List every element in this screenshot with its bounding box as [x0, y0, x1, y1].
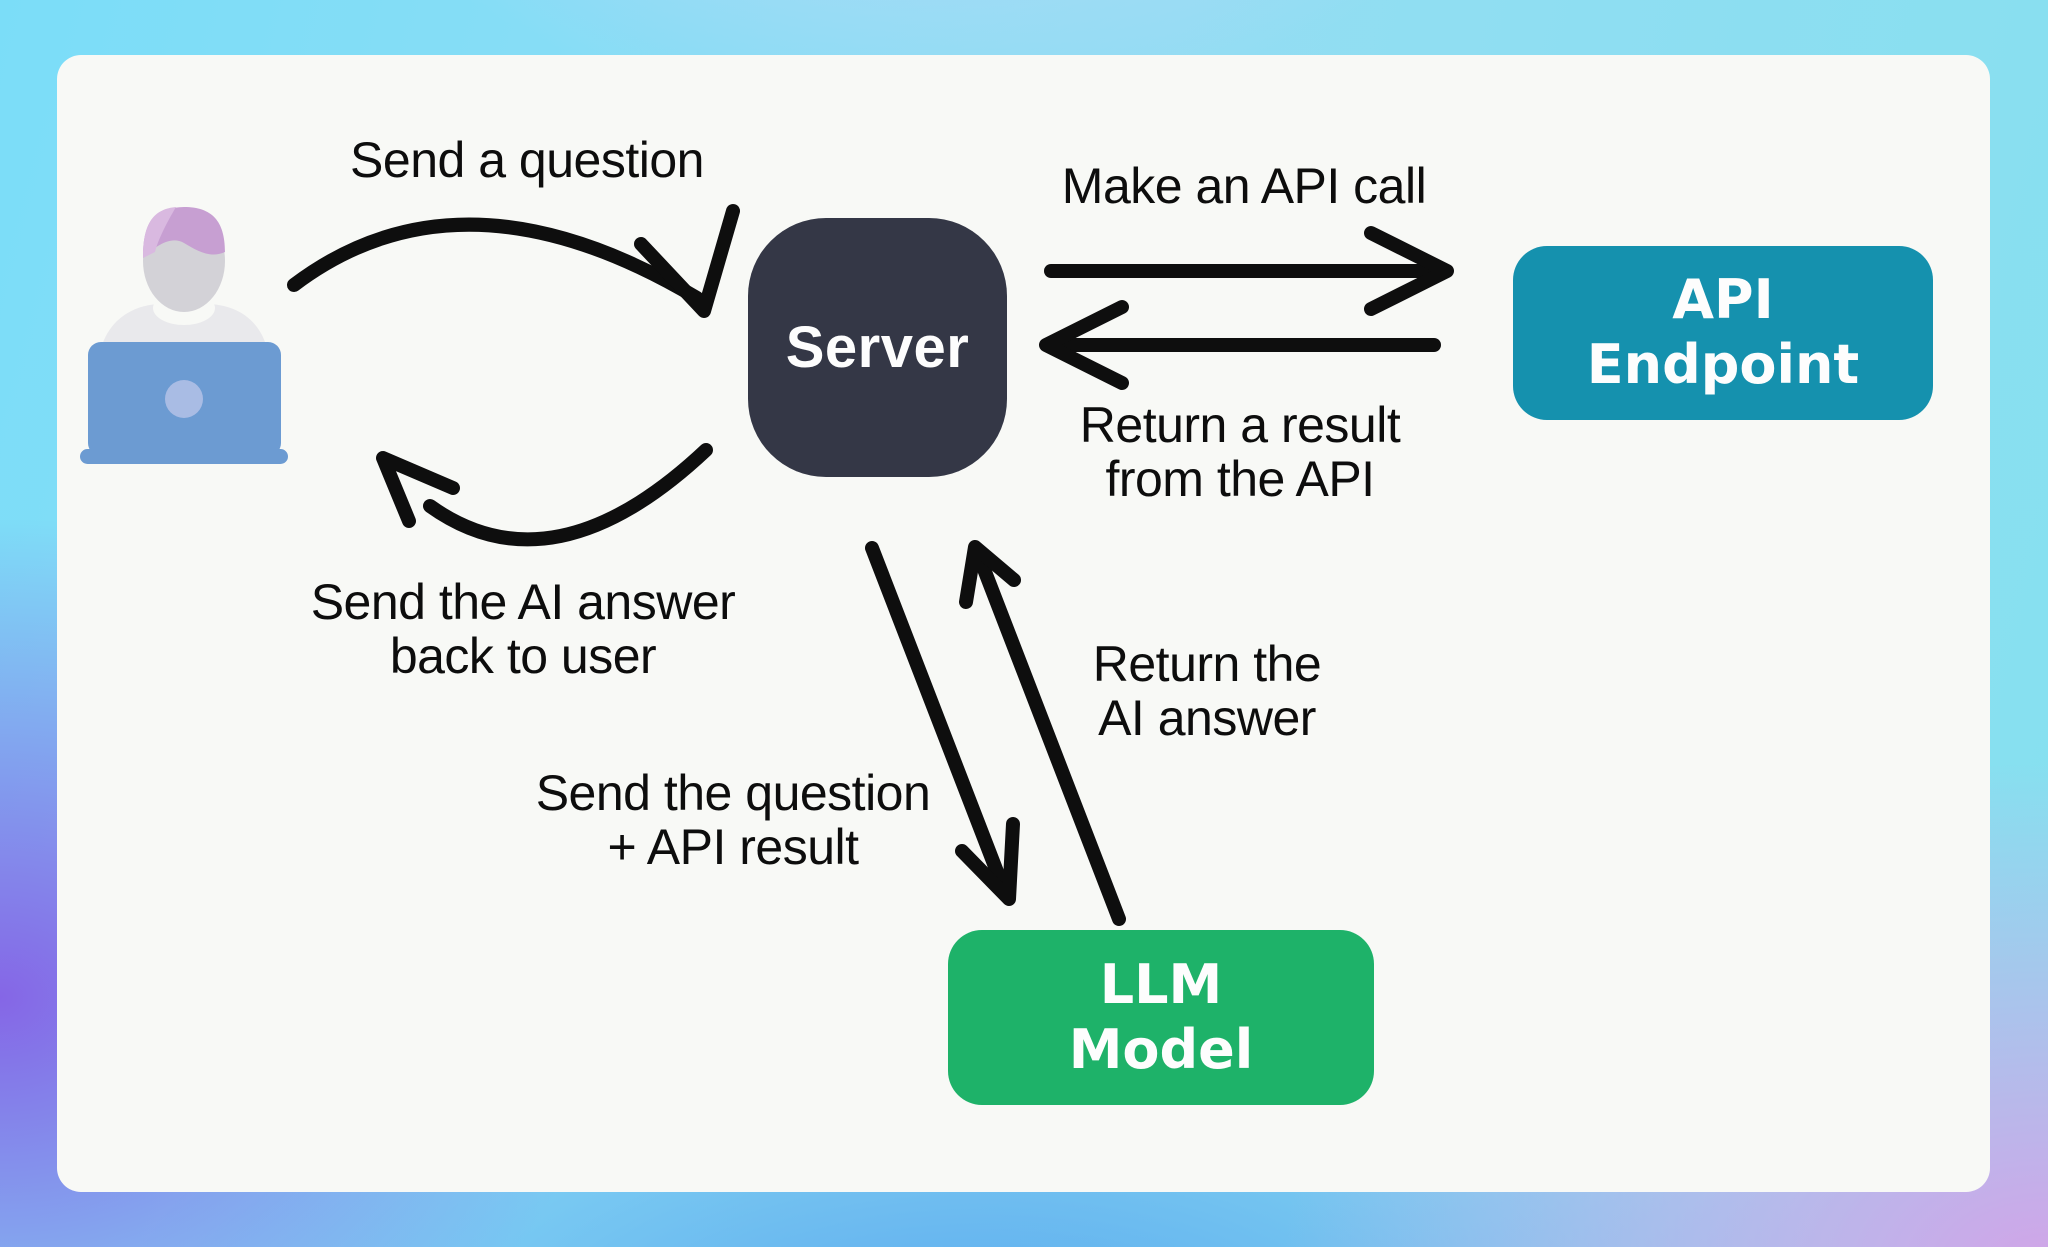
- laptop-base-shape: [80, 449, 288, 464]
- user-at-laptop-icon: [80, 207, 288, 464]
- arrow-server-to-llm: [865, 541, 1020, 906]
- llm-model-label-line2: Model: [1068, 1017, 1254, 1081]
- label-return-a-result-from-the-api: Return a result from the API: [1079, 397, 1401, 507]
- llm-model-node: LLM Model: [948, 930, 1374, 1105]
- api-endpoint-node: API Endpoint: [1513, 246, 1933, 420]
- arrow-llm-to-server: [959, 540, 1126, 926]
- laptop-logo-shape: [165, 380, 203, 418]
- arrow-server-to-user: [376, 443, 713, 547]
- user-hair-highlight-shape: [143, 207, 176, 258]
- server-node: Server: [748, 218, 1007, 477]
- label-send-the-ai-answer-back-to-user: Send the AI answer back to user: [310, 574, 736, 684]
- arrow-user-to-server: [287, 204, 740, 318]
- api-endpoint-label-line2: Endpoint: [1586, 333, 1860, 396]
- label-return-the-ai-answer: Return the AI answer: [1092, 636, 1322, 746]
- llm-model-label-line1: LLM: [1099, 952, 1223, 1016]
- label-send-a-question: Send a question: [350, 132, 704, 188]
- api-endpoint-label-line1: API: [1672, 268, 1774, 332]
- label-send-the-question-plus-api-result: Send the question + API result: [535, 765, 931, 875]
- server-node-label: Server: [785, 315, 970, 380]
- label-make-an-api-call: Make an API call: [1061, 158, 1427, 214]
- arrow-api-to-server: [1039, 300, 1441, 390]
- arrow-server-to-api: [1044, 226, 1454, 316]
